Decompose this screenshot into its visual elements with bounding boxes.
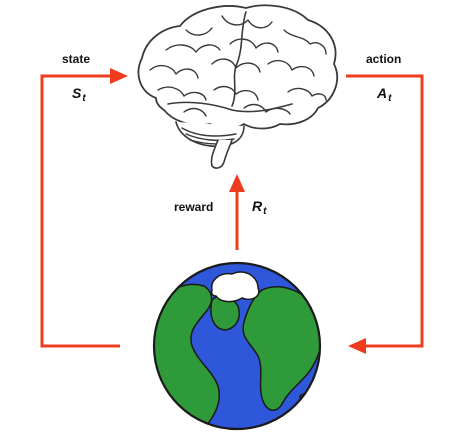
state-symbol-letter: S <box>72 85 82 101</box>
action-arrowhead <box>348 338 366 354</box>
action-symbol-subscript: t <box>388 93 392 104</box>
action-symbol-letter: A <box>377 85 388 101</box>
state-arrow <box>40 74 120 348</box>
state-symbol-subscript: t <box>82 93 86 104</box>
earth-globe-icon <box>152 261 322 431</box>
reward-label: reward <box>174 200 214 214</box>
state-label: state <box>62 52 91 66</box>
reward-symbol-letter: R <box>252 198 263 214</box>
action-arrow <box>346 74 424 348</box>
brain-icon <box>137 4 339 169</box>
state-arrowhead <box>110 68 128 84</box>
action-symbol: At <box>377 85 391 104</box>
reward-symbol: Rt <box>252 198 266 217</box>
state-symbol: St <box>72 85 86 104</box>
reward-symbol-subscript: t <box>263 206 267 217</box>
action-label: action <box>366 52 402 66</box>
reward-arrowhead <box>229 174 245 192</box>
